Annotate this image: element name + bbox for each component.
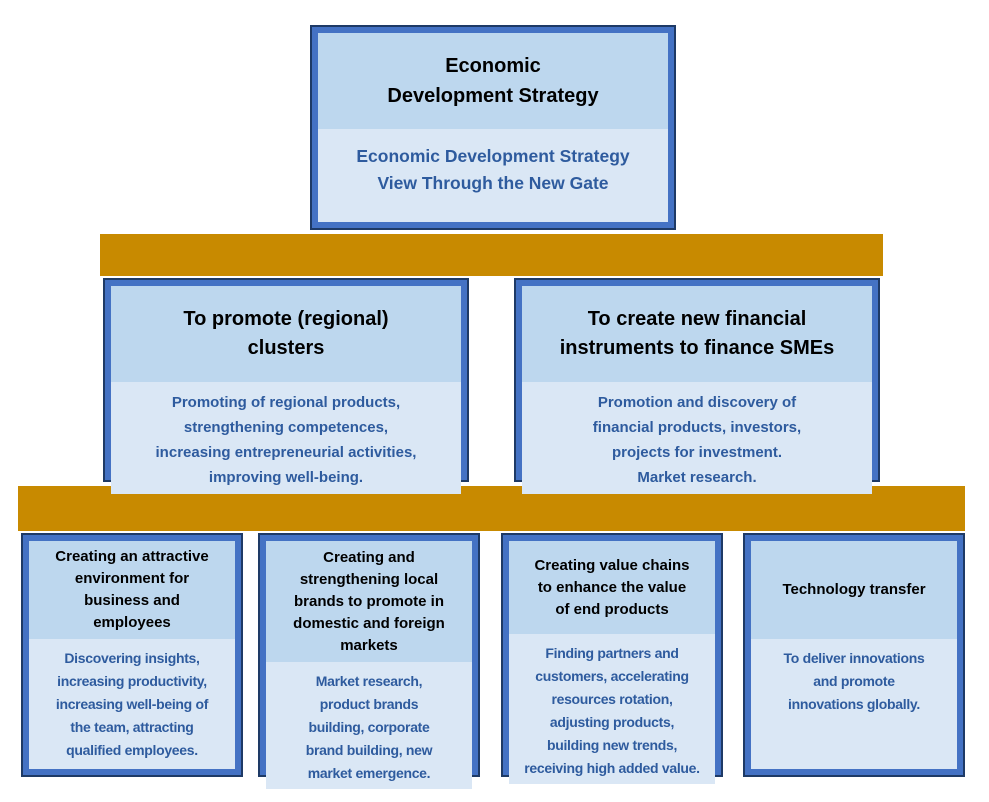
action-box-attractive-environment: Creating an attractive environment for b… — [21, 533, 243, 777]
strategy-root-subtitle: Economic Development Strategy View Throu… — [318, 129, 668, 222]
action-brands-title: Creating and strengthening local brands … — [266, 541, 472, 662]
goal-financial-body: Promotion and discovery of financial pro… — [522, 382, 872, 494]
action-chains-title: Creating value chains to enhance the val… — [509, 541, 715, 634]
action-environment-title: Creating an attractive environment for b… — [29, 541, 235, 639]
strategy-root-box: Economic Development Strategy Economic D… — [310, 25, 676, 230]
goal-financial-title: To create new financial instruments to f… — [522, 286, 872, 382]
strategy-root-title: Economic Development Strategy — [318, 33, 668, 129]
action-technology-body: To deliver innovations and promote innov… — [751, 639, 957, 769]
action-chains-body: Finding partners and customers, accelera… — [509, 634, 715, 784]
connector-bar-top — [100, 234, 883, 276]
action-technology-title: Technology transfer — [751, 541, 957, 639]
goal-box-clusters: To promote (regional) clusters Promoting… — [103, 278, 469, 494]
action-environment-body: Discovering insights, increasing product… — [29, 639, 235, 769]
goal-box-financial-instruments: To create new financial instruments to f… — [514, 278, 880, 494]
action-brands-body: Market research, product brands building… — [266, 662, 472, 789]
action-box-value-chains: Creating value chains to enhance the val… — [501, 533, 723, 784]
action-box-local-brands: Creating and strengthening local brands … — [258, 533, 480, 789]
goal-clusters-body: Promoting of regional products, strength… — [111, 382, 461, 494]
action-box-technology-transfer: Technology transfer To deliver innovatio… — [743, 533, 965, 777]
goal-clusters-title: To promote (regional) clusters — [111, 286, 461, 382]
